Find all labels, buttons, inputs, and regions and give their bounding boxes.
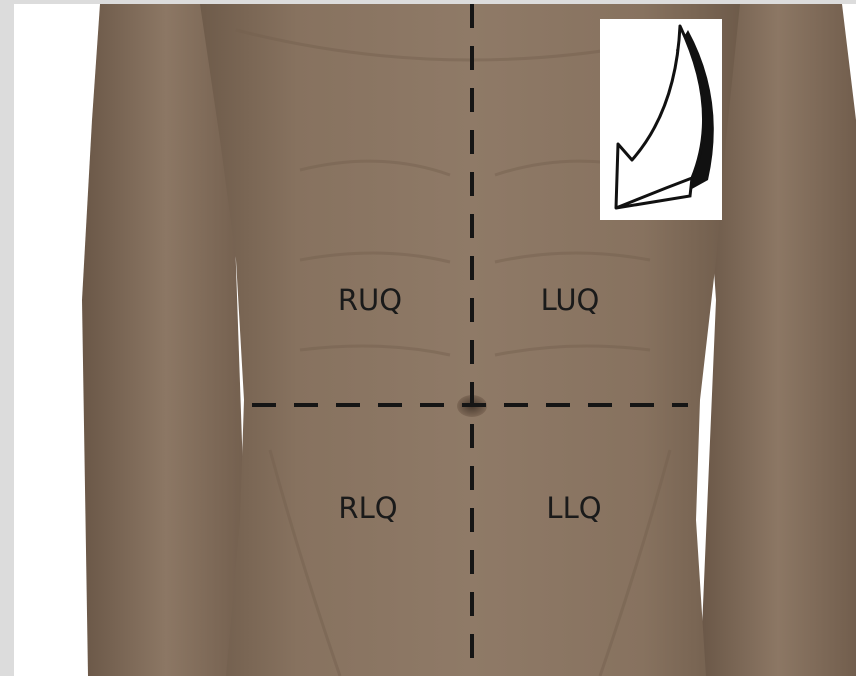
quadrant-label-rlq: RLQ [338, 491, 397, 525]
quadrant-label-luq: LUQ [541, 283, 600, 317]
quadrant-label-llq: LLQ [546, 491, 601, 525]
quadrant-label-ruq: RUQ [338, 283, 402, 317]
curved-arrow-down-left-icon [600, 19, 722, 220]
